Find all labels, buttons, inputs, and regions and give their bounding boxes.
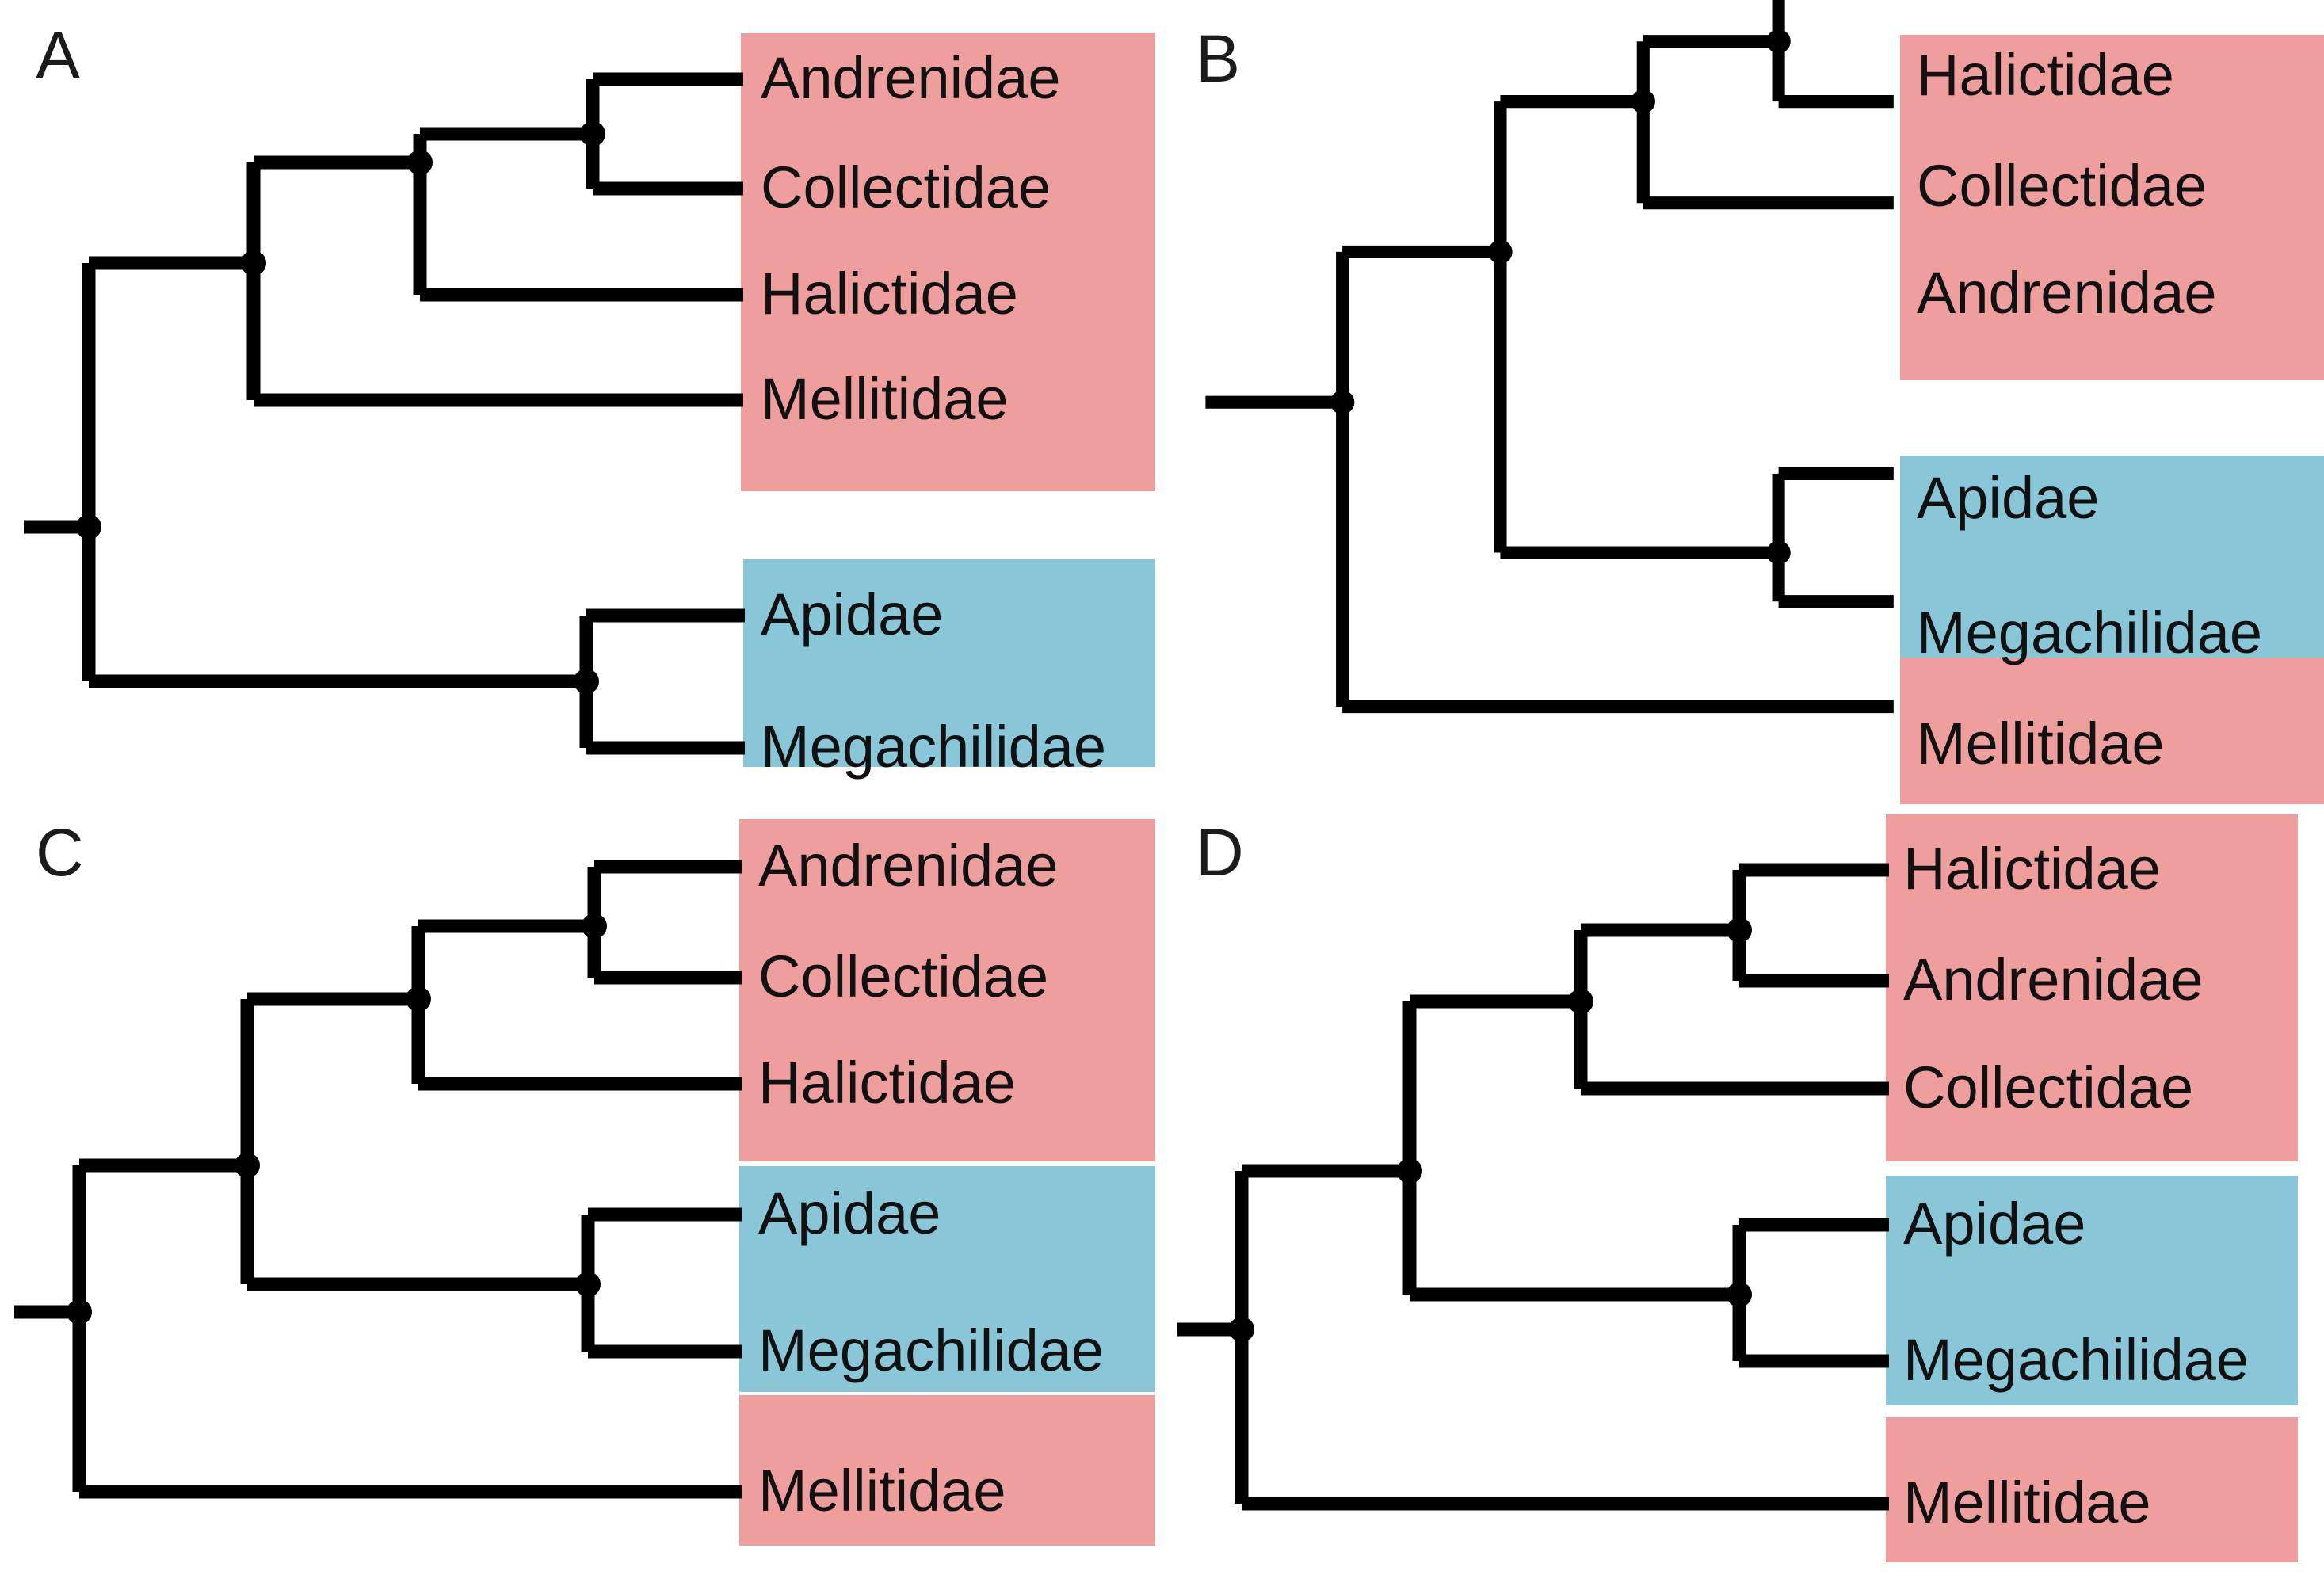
tip-label-halictidae: Halictidae [761,261,1018,326]
clade-box-short-tongued-a [741,33,1155,491]
panel-letter-d: D [1196,815,1244,890]
tip-label-apidae: Apidae [761,582,944,647]
cladogram-c [14,860,742,1499]
tip-label-collectidae: Collectidae [758,944,1049,1009]
panel-d: D Halictidae Andrenidae Collectidae Apid… [1162,797,2324,1594]
tip-label-mellitidae: Mellitidae [1903,1470,2151,1535]
tip-label-mellitidae: Mellitidae [761,366,1009,432]
clade-box-long-tongued-d [1886,1176,2298,1405]
panel-letter-b: B [1196,21,1241,96]
tip-label-collectidae: Collectidae [1903,1054,2194,1120]
clade-box-long-tongued-c [739,1166,1155,1392]
clade-box-short-tongued-b-upper [1900,35,2324,380]
clade-box-long-tongued-a [743,559,1155,767]
clade-box-short-tongued-d-lower [1886,1417,2298,1562]
cladogram-b [1205,0,1894,714]
tip-label-collectidae: Collectidae [761,154,1051,220]
tip-label-mellitidae: Mellitidae [1917,711,2165,776]
tip-label-apidae: Apidae [758,1180,941,1246]
tip-label-megachilidae: Megachilidae [758,1318,1105,1383]
tip-label-andrenidae: Andrenidae [1903,947,2204,1012]
clade-box-short-tongued-b-lower [1900,658,2324,804]
panel-a: A Andrenidae Collectidae Halictidae Mell… [0,0,1162,797]
tip-label-megachilidae: Megachilidae [1917,600,2263,665]
panel-b: B Halictidae Collectidae Andrenidae Apid… [1162,0,2324,804]
cladogram-d [1177,863,1889,1511]
clade-box-short-tongued-d-upper [1886,814,2298,1161]
tip-label-mellitidae: Mellitidae [758,1458,1006,1523]
tip-label-halictidae: Halictidae [1917,42,2174,108]
tip-label-apidae: Apidae [1917,465,2100,531]
tip-label-apidae: Apidae [1903,1191,2086,1257]
tip-label-halictidae: Halictidae [1903,836,2161,902]
tip-label-halictidae: Halictidae [758,1050,1016,1115]
clade-box-short-tongued-c-lower [739,1395,1155,1546]
tip-label-andrenidae: Andrenidae [758,833,1059,898]
panel-letter-a: A [36,18,81,93]
tip-label-megachilidae: Megachilidae [1903,1327,2250,1393]
clade-box-short-tongued-c-upper [739,819,1155,1161]
cladogram-a [24,72,745,755]
tip-label-megachilidae: Megachilidae [761,714,1107,780]
tip-label-andrenidae: Andrenidae [1917,260,2217,326]
panel-letter-c: C [36,815,84,890]
tip-label-andrenidae: Andrenidae [761,45,1061,111]
tip-label-collectidae: Collectidae [1917,153,2208,219]
panel-c: C Andrenidae Collectidae Halictidae Apid… [0,797,1162,1594]
